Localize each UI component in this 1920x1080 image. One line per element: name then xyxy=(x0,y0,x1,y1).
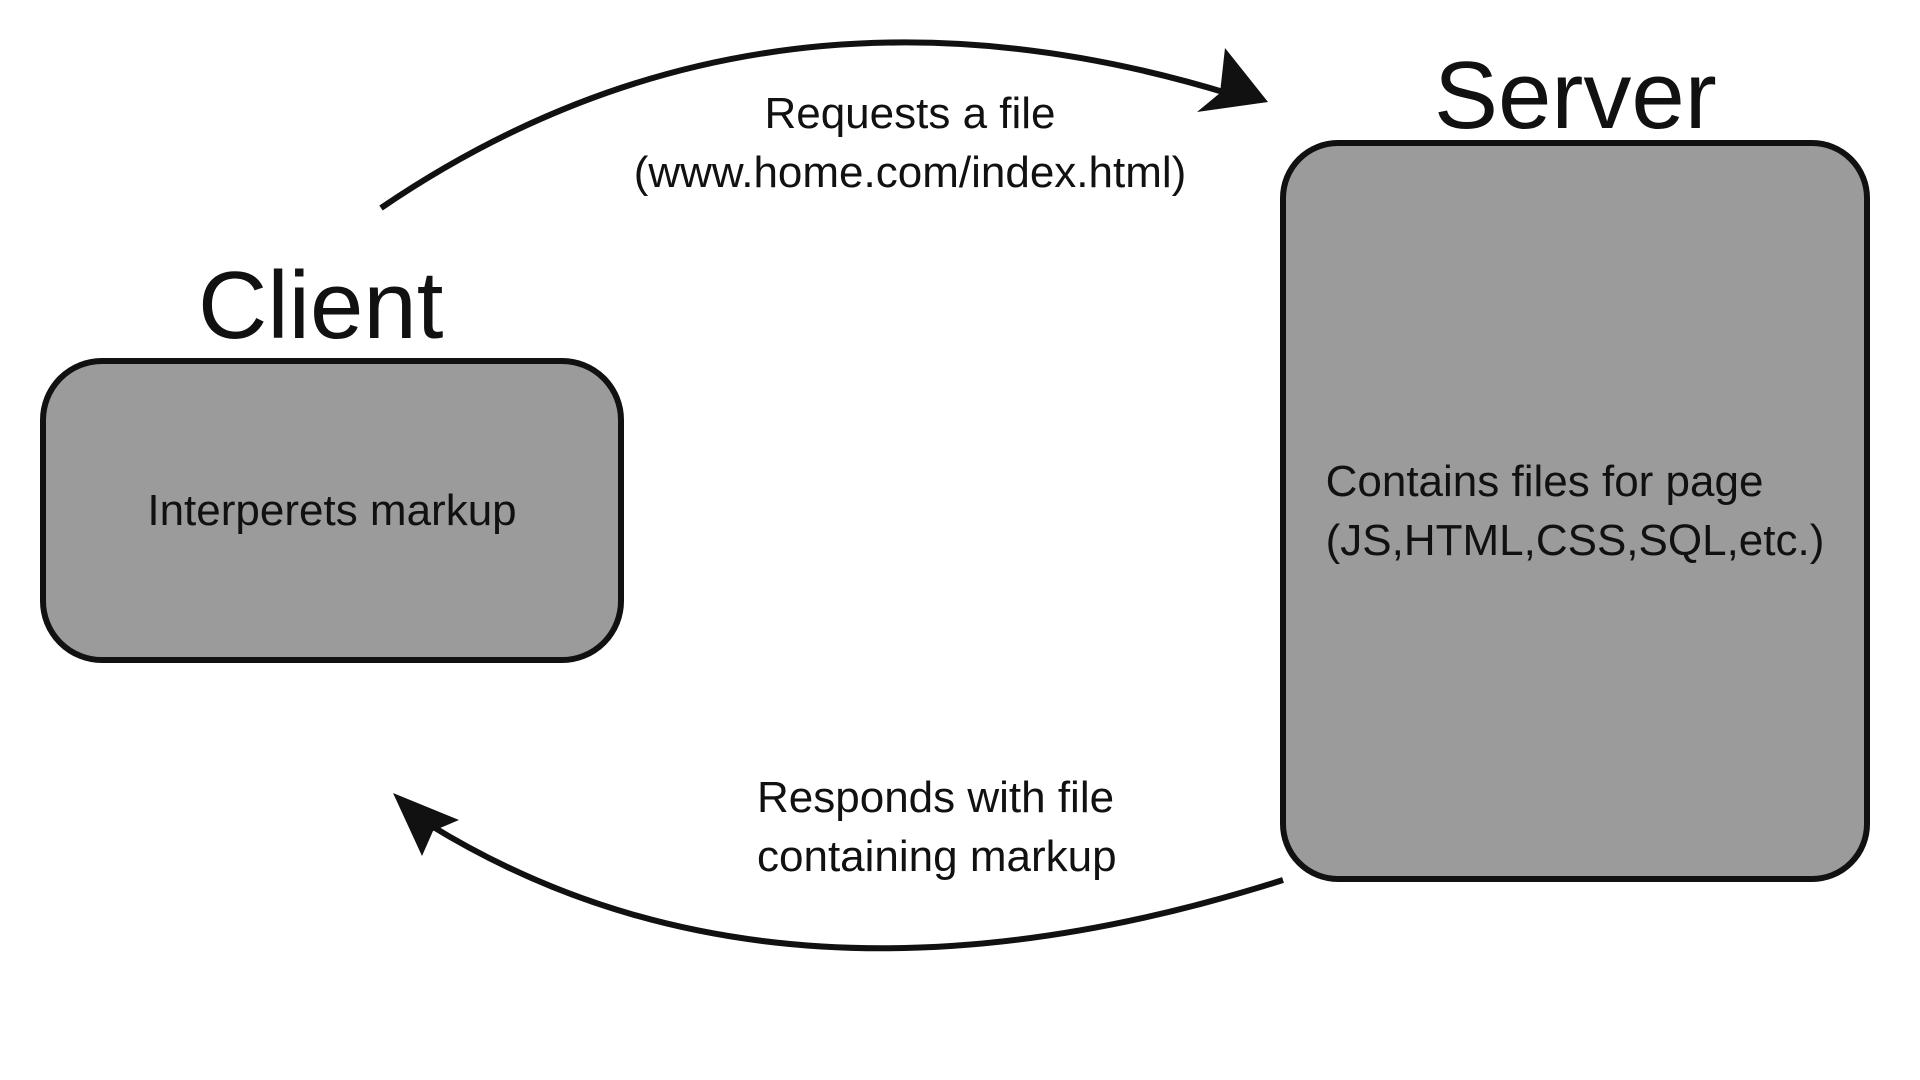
server-description: Contains files for page (JS,HTML,CSS,SQL… xyxy=(1325,457,1825,565)
client-title: Client xyxy=(198,252,444,359)
client-node: Interperets markup xyxy=(40,358,624,663)
request-arrow-line xyxy=(379,39,1231,211)
server-node: Contains files for page (JS,HTML,CSS,SQL… xyxy=(1280,140,1870,882)
response-label: Responds with file containing markup xyxy=(757,773,1117,881)
response-arrowhead-icon xyxy=(393,793,459,856)
client-description: Interperets markup xyxy=(147,486,517,535)
request-label: Requests a file (www.home.com/index.html… xyxy=(633,89,1187,197)
response-arrow-line xyxy=(428,822,1284,952)
server-title: Server xyxy=(1434,42,1717,149)
request-arrowhead-icon xyxy=(1197,48,1268,112)
